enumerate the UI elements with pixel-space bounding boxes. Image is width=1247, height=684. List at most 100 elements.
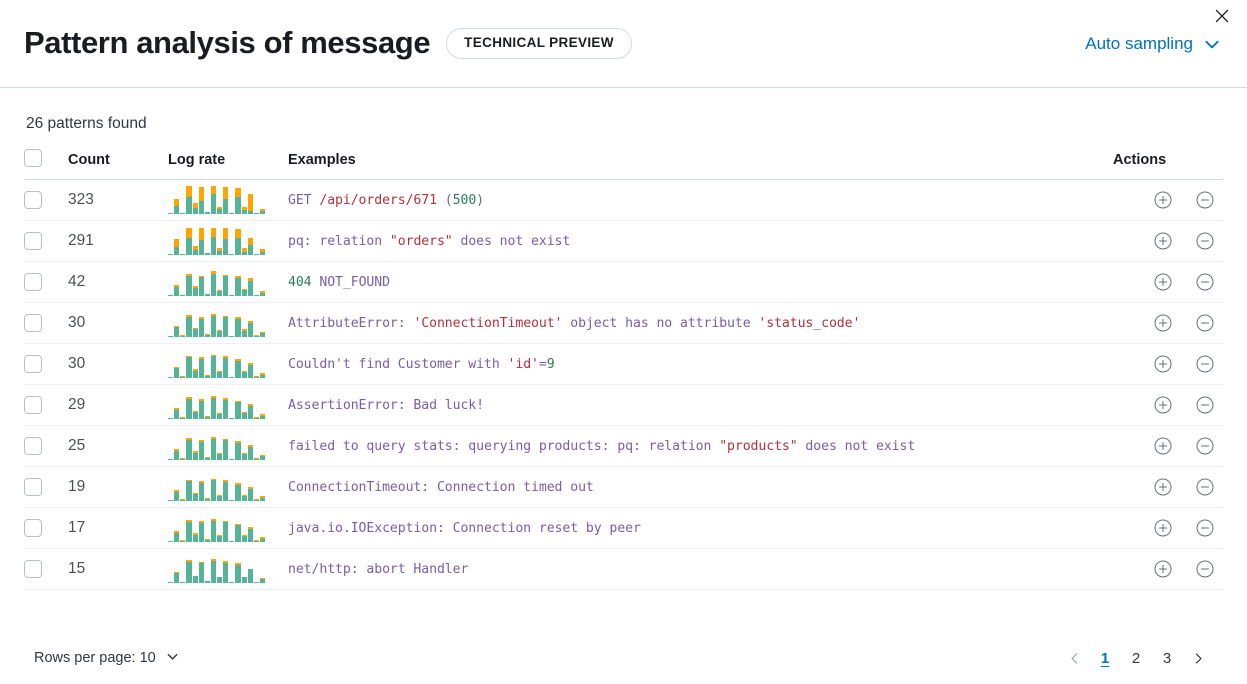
sparkline-bar bbox=[223, 268, 229, 296]
plus-in-circle-icon[interactable] bbox=[1153, 395, 1173, 415]
row-checkbox[interactable] bbox=[24, 519, 42, 537]
sparkline-segment-teal bbox=[235, 525, 241, 542]
pagination-page-2[interactable]: 2 bbox=[1131, 649, 1141, 667]
row-checkbox[interactable] bbox=[24, 478, 42, 496]
plus-in-circle-icon[interactable] bbox=[1153, 518, 1173, 538]
column-header-examples[interactable]: Examples bbox=[288, 149, 1113, 180]
sparkline-segment-teal bbox=[259, 456, 265, 460]
plus-in-circle-icon[interactable] bbox=[1153, 190, 1173, 210]
example-token: NOT_FOUND bbox=[311, 274, 390, 290]
sparkline-segment-teal bbox=[198, 522, 204, 542]
sparkline-segment-orange bbox=[259, 537, 265, 539]
row-actions bbox=[1113, 313, 1223, 333]
sparkline-segment-teal bbox=[168, 459, 174, 460]
page-title: Pattern analysis of message bbox=[24, 25, 431, 61]
row-actions bbox=[1113, 395, 1223, 415]
sparkline-bar bbox=[223, 186, 229, 214]
sparkline-bar bbox=[235, 309, 241, 337]
plus-in-circle-icon[interactable] bbox=[1153, 436, 1173, 456]
minus-in-circle-icon[interactable] bbox=[1195, 477, 1215, 497]
example-token: ConnectionTimeout: Connection timed out bbox=[288, 479, 594, 495]
minus-in-circle-icon[interactable] bbox=[1195, 190, 1215, 210]
row-checkbox[interactable] bbox=[24, 355, 42, 373]
row-checkbox[interactable] bbox=[24, 191, 42, 209]
example-token: pq: relation bbox=[288, 233, 390, 249]
pagination-page-3[interactable]: 3 bbox=[1162, 649, 1172, 667]
sparkline-segment-teal bbox=[247, 406, 253, 419]
plus-in-circle-icon[interactable] bbox=[1153, 477, 1173, 497]
sparkline-segment-orange bbox=[180, 335, 186, 336]
plus-in-circle-icon[interactable] bbox=[1153, 354, 1173, 374]
sparkline-segment-orange bbox=[217, 494, 223, 496]
sparkline-segment-teal bbox=[241, 372, 247, 378]
minus-in-circle-icon[interactable] bbox=[1195, 518, 1215, 538]
minus-in-circle-icon[interactable] bbox=[1195, 231, 1215, 251]
plus-in-circle-icon[interactable] bbox=[1153, 272, 1173, 292]
sparkline-segment-teal bbox=[241, 290, 247, 296]
minus-in-circle-icon[interactable] bbox=[1195, 272, 1215, 292]
sparkline-bar bbox=[198, 268, 204, 296]
example-text: Couldn't find Customer with 'id'=9 bbox=[288, 357, 1113, 372]
column-header-count[interactable]: Count bbox=[68, 149, 168, 180]
sparkline-segment-orange bbox=[180, 417, 186, 418]
minus-in-circle-icon[interactable] bbox=[1195, 354, 1215, 374]
minus-in-circle-icon[interactable] bbox=[1195, 395, 1215, 415]
pagination-prev-button[interactable] bbox=[1061, 645, 1087, 671]
row-actions bbox=[1113, 477, 1223, 497]
plus-in-circle-icon[interactable] bbox=[1153, 559, 1173, 579]
pagination-next-button[interactable] bbox=[1185, 645, 1211, 671]
minus-in-circle-icon[interactable] bbox=[1195, 436, 1215, 456]
sparkline-segment-teal bbox=[247, 323, 253, 337]
rows-per-page-select[interactable]: Rows per page: 10 bbox=[24, 649, 180, 668]
close-icon[interactable] bbox=[1209, 3, 1235, 29]
plus-in-circle-icon[interactable] bbox=[1153, 231, 1173, 251]
example-cell: pq: relation "orders" does not exist bbox=[288, 220, 1113, 262]
sparkline-segment-teal bbox=[223, 481, 229, 501]
sparkline-bar bbox=[198, 350, 204, 378]
sparkline-bar bbox=[168, 473, 174, 501]
sparkline-segment-teal bbox=[186, 238, 192, 255]
minus-in-circle-icon[interactable] bbox=[1195, 559, 1215, 579]
row-checkbox[interactable] bbox=[24, 314, 42, 332]
sparkline-segment-orange bbox=[241, 207, 247, 211]
sparkline-segment-orange bbox=[241, 371, 247, 373]
row-checkbox[interactable] bbox=[24, 232, 42, 250]
sparkline-segment-orange bbox=[198, 521, 204, 523]
pagination-page-1[interactable]: 1 bbox=[1100, 649, 1110, 667]
sparkline-segment-orange bbox=[210, 396, 216, 399]
row-checkbox[interactable] bbox=[24, 560, 42, 578]
sparkline-bar bbox=[174, 432, 180, 460]
actions-cell bbox=[1113, 302, 1223, 344]
minus-in-circle-icon[interactable] bbox=[1195, 313, 1215, 333]
select-all-checkbox[interactable] bbox=[24, 149, 42, 167]
column-header-log-rate[interactable]: Log rate bbox=[168, 149, 288, 180]
sparkline-bar bbox=[168, 555, 174, 583]
sparkline-bar bbox=[247, 514, 253, 542]
sparkline-bar bbox=[241, 186, 247, 214]
sparkline-segment-teal bbox=[235, 277, 241, 296]
row-checkbox[interactable] bbox=[24, 273, 42, 291]
sparkline-bar bbox=[229, 309, 235, 337]
plus-in-circle-icon[interactable] bbox=[1153, 313, 1173, 333]
sparkline-bar bbox=[210, 514, 216, 542]
sparkline-segment-orange bbox=[198, 187, 204, 202]
sparkline-segment-teal bbox=[192, 207, 198, 214]
sparkline-segment-teal bbox=[259, 415, 265, 419]
sparkline-bar bbox=[223, 432, 229, 460]
row-checkbox[interactable] bbox=[24, 396, 42, 414]
sparkline-bar bbox=[186, 473, 192, 501]
row-checkbox[interactable] bbox=[24, 437, 42, 455]
sparkline-segment-teal bbox=[223, 522, 229, 542]
auto-sampling-button[interactable]: Auto sampling bbox=[1085, 34, 1223, 54]
sparkline-segment-orange bbox=[192, 327, 198, 330]
